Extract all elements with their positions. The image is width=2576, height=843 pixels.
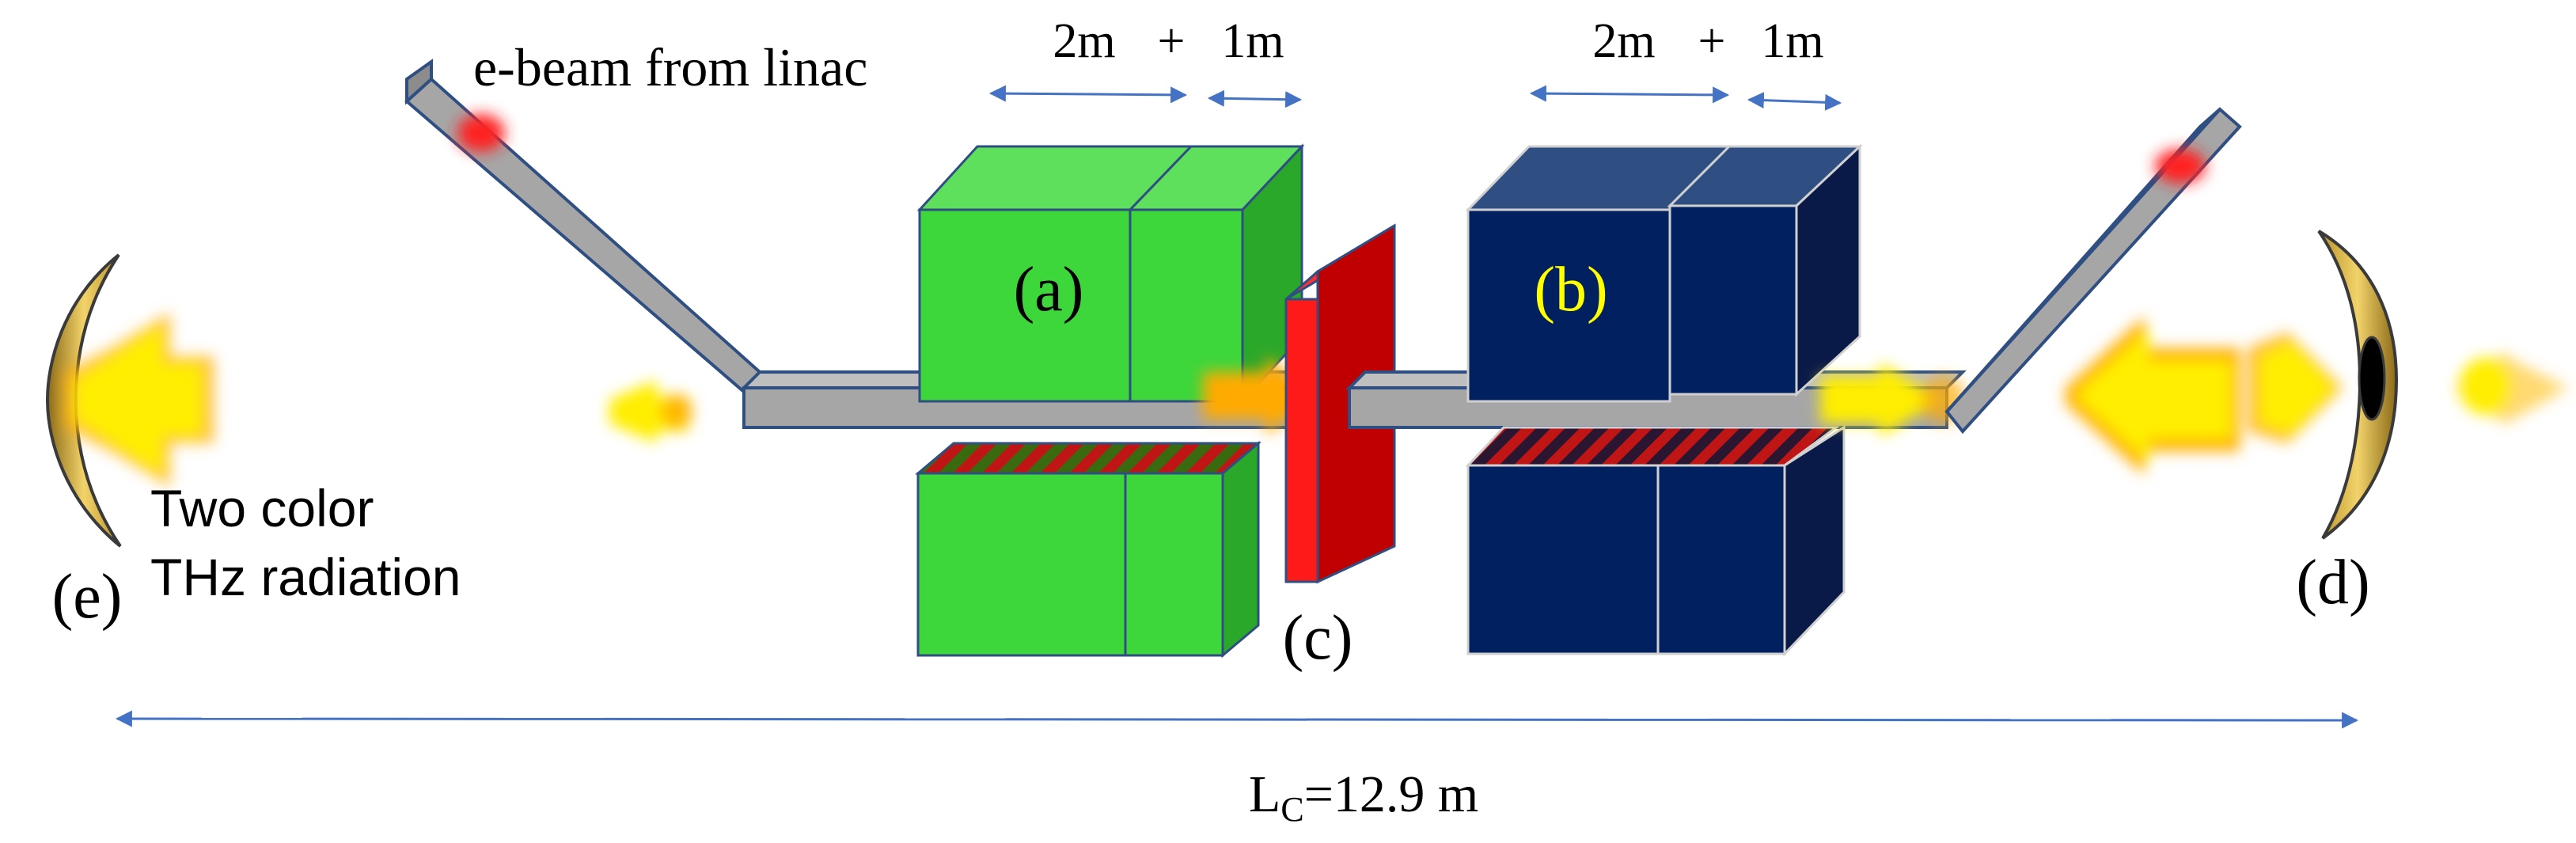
mirror-e-label: (e) [52,562,123,632]
ebeam-label: e-beam from linac [473,37,867,97]
undulator-a-upper [916,143,1305,404]
mirror-d-label: (d) [2296,548,2369,617]
electron-bunch-inlet-icon [457,114,505,152]
cavity-length-label: LC=12.9 m [1249,765,1478,829]
output-label-line1: Two color [150,479,374,537]
undulator-b-label: (b) [1534,255,1607,325]
cavity-length-value: =12.9 m [1304,765,1479,823]
plus-b: + [1698,14,1726,68]
undulator-b-lower [1465,425,1846,657]
beampipe-inlet [404,59,762,394]
plus-a: + [1158,14,1186,68]
dimension-arrow-1m-b [1747,92,1842,111]
dimension-arrow-1m-a [1207,89,1303,108]
length-1m-a: 1m [1221,14,1284,68]
electron-bunch-left-icon [609,380,692,443]
beampipe-outlet [1944,107,2242,435]
cavity-length-subscript: C [1280,790,1303,829]
undulator-b-upper [1465,143,1863,403]
radiation-cavity-right-icon [2066,317,2343,475]
radiation-output-right-icon [2457,352,2568,423]
output-label-line2: THz radiation [150,548,461,606]
length-2m-b: 2m [1592,14,1655,68]
length-2m-a: 2m [1053,14,1115,68]
dimension-arrow-2m-a [988,85,1188,104]
chicane-c-label: (c) [1283,603,1353,673]
mirror-d-icon [2317,230,2399,540]
cavity-length-arrow [115,710,2359,729]
length-1m-b: 1m [1761,14,1823,68]
undulator-a-label: (a) [1014,255,1084,325]
dimension-arrow-2m-b [1529,85,1730,104]
cavity-length-symbol: L [1249,765,1280,823]
mirror-e-icon [45,253,122,548]
electron-bunch-outlet-icon [2155,149,2206,184]
radiation-output-left-icon [63,313,214,487]
undulator-a-lower [914,440,1262,659]
